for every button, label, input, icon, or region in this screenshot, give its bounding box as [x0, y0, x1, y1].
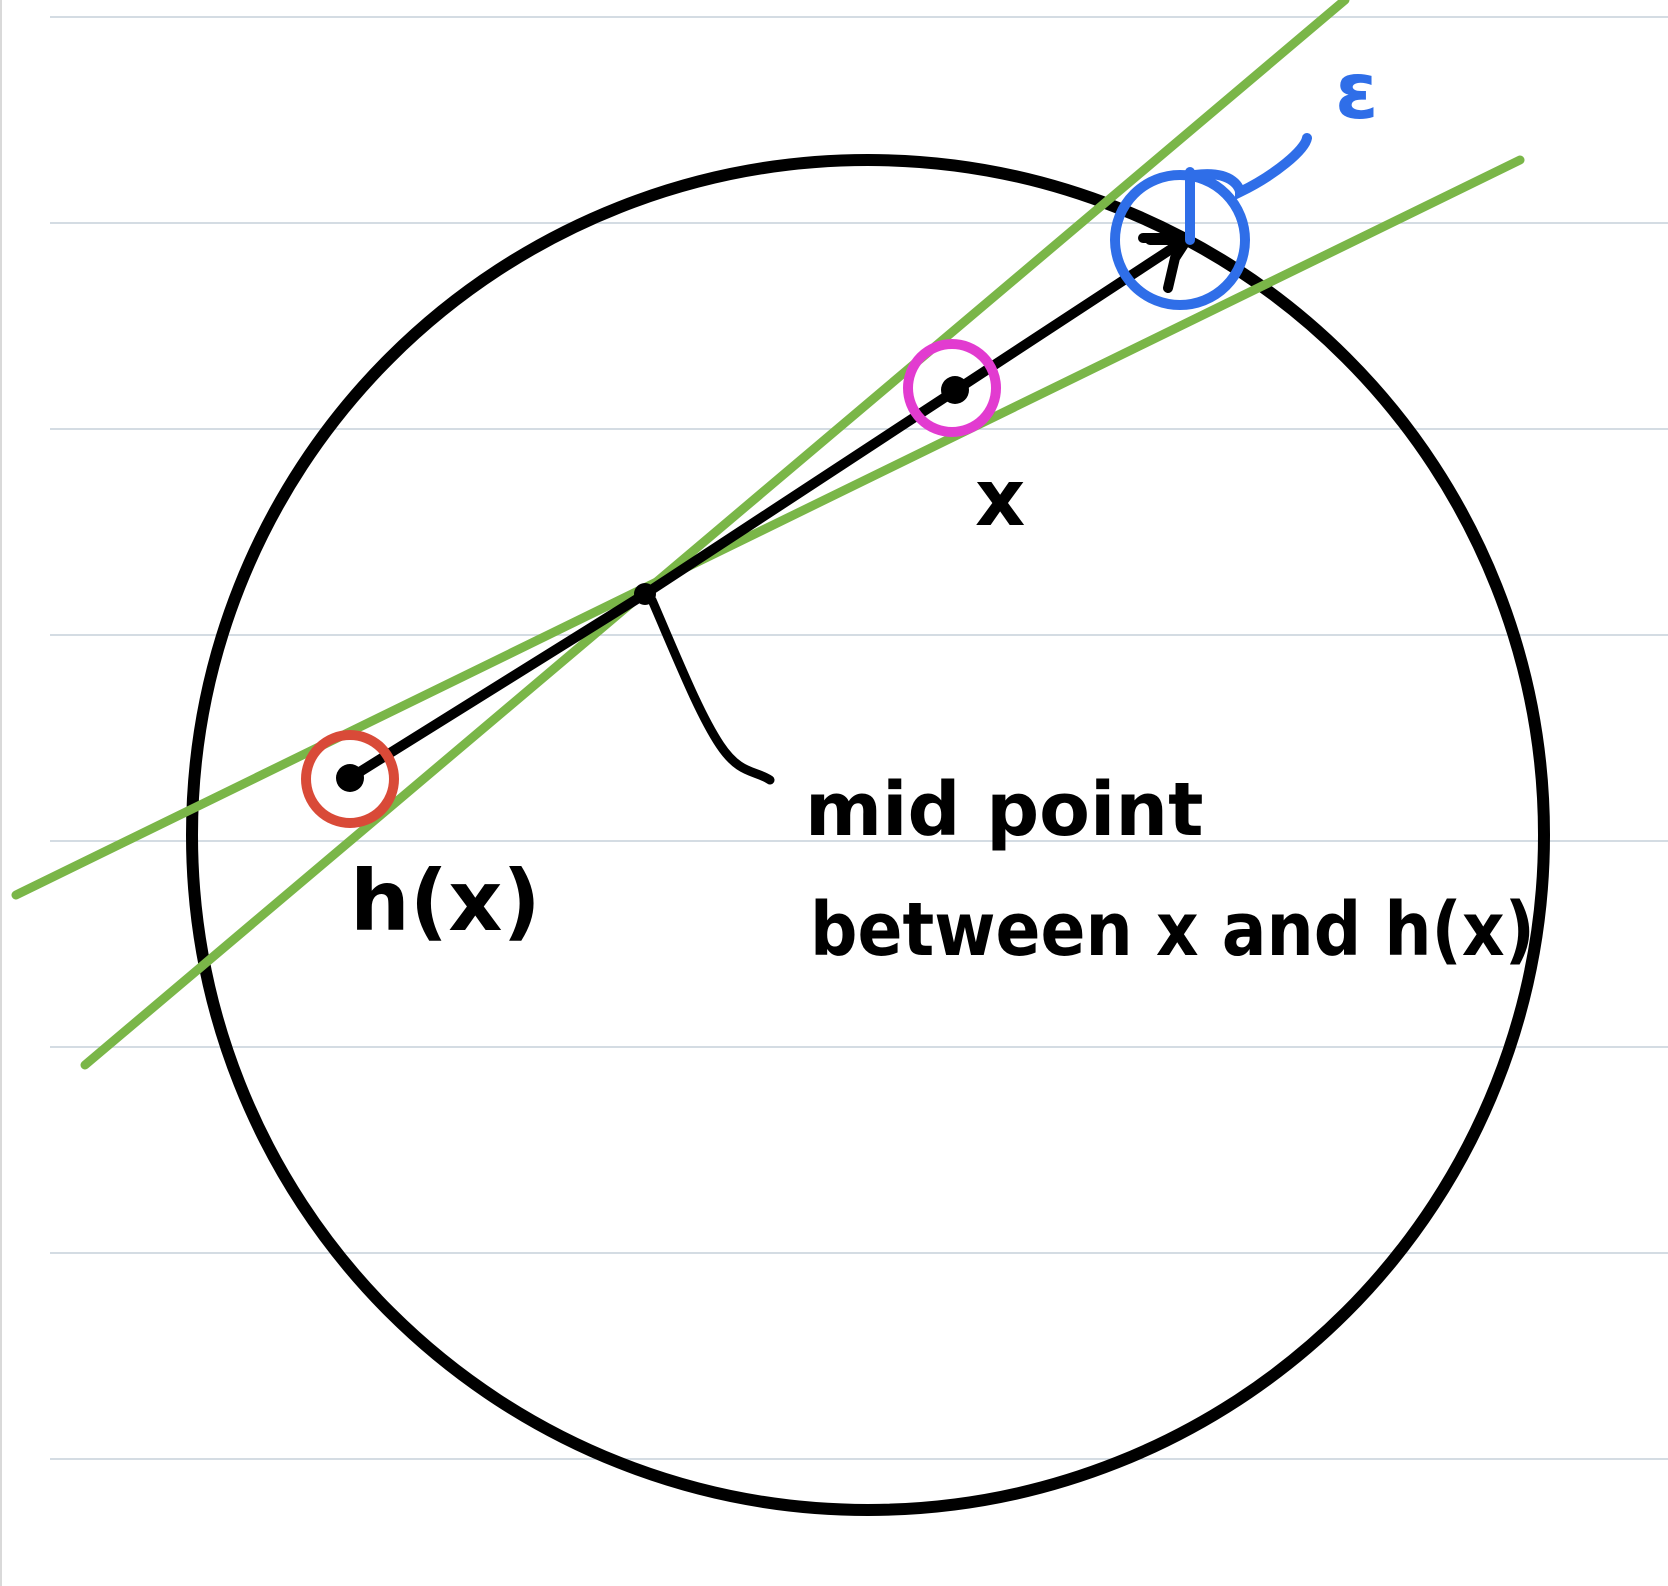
hx-circle-marker-icon	[301, 730, 399, 828]
green-line-shallow	[11, 155, 1525, 900]
page-edge	[0, 0, 2, 1586]
ruled-lines	[50, 16, 1668, 1460]
label-midpoint-line1: mid point	[805, 767, 1203, 853]
label-x: x	[975, 454, 1025, 544]
label-midpoint-line2: between x and h(x)	[810, 887, 1535, 973]
epsilon-ball	[1110, 133, 1312, 310]
black-segment	[345, 233, 1195, 783]
big-circle	[186, 154, 1550, 1516]
green-lines	[11, 0, 1525, 1070]
hx-dot	[336, 764, 364, 792]
hx-marker	[301, 730, 399, 828]
epsilon-radius	[1185, 133, 1312, 245]
green-line-steep	[80, 0, 1350, 1070]
x-dot	[941, 376, 969, 404]
epsilon-circle-outline-icon	[1110, 170, 1250, 310]
segment-hx-to-mid	[345, 589, 650, 783]
midpoint-connector	[647, 595, 775, 785]
label-hx: h(x)	[350, 852, 541, 950]
x-marker	[903, 339, 1001, 437]
label-epsilon: ε	[1335, 47, 1378, 137]
x-circle-marker-icon	[903, 339, 1001, 437]
